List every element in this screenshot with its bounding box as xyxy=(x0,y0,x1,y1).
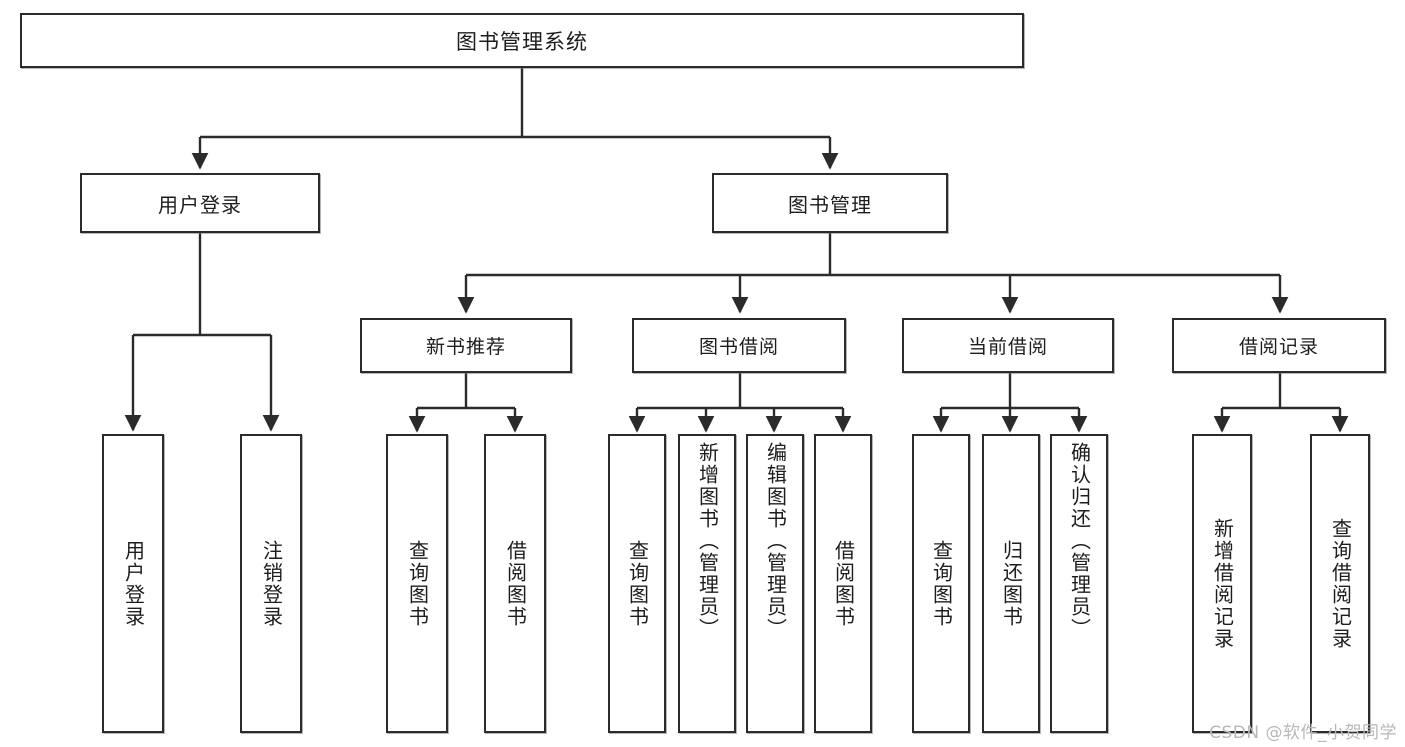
node-current-borrowing[interactable]: 当前借阅 xyxy=(902,318,1114,373)
node-book-borrowing[interactable]: 图书借阅 xyxy=(632,318,846,373)
node-label: 新增借阅记录 xyxy=(1210,517,1235,650)
node-label: 查询图书 xyxy=(625,539,650,628)
node-leaf-query-book-borrowing[interactable]: 查询图书 xyxy=(608,434,666,733)
node-label: 用户登录 xyxy=(121,539,146,628)
node-leaf-edit-book-admin[interactable]: 编辑图书（管理员） xyxy=(746,434,804,733)
node-label: 图书借阅 xyxy=(698,336,779,358)
node-label: 用户登录 xyxy=(158,192,242,217)
node-user-login[interactable]: 用户登录 xyxy=(80,173,320,233)
node-label: 图书管理系统 xyxy=(456,29,588,54)
node-leaf-user-login[interactable]: 用户登录 xyxy=(102,434,164,733)
node-label: 图书管理 xyxy=(788,192,872,217)
node-leaf-confirm-return-admin[interactable]: 确认归还（管理员） xyxy=(1050,434,1108,733)
node-label: 编辑图书（管理员） xyxy=(763,442,788,640)
node-label: 借阅记录 xyxy=(1238,336,1319,358)
watermark: CSDN @软件_小贺同学 xyxy=(1209,723,1397,743)
node-label: 查询借阅记录 xyxy=(1328,517,1353,650)
node-leaf-add-borrowing-record[interactable]: 新增借阅记录 xyxy=(1192,434,1252,733)
node-root-book-management-system[interactable]: 图书管理系统 xyxy=(20,13,1024,68)
node-label: 归还图书 xyxy=(999,539,1024,628)
node-borrowing-records[interactable]: 借阅记录 xyxy=(1172,318,1386,373)
node-label: 新书推荐 xyxy=(425,336,506,358)
node-label: 确认归还（管理员） xyxy=(1067,442,1092,640)
node-label: 查询图书 xyxy=(929,539,954,628)
node-leaf-logout[interactable]: 注销登录 xyxy=(240,434,302,733)
node-label: 借阅图书 xyxy=(503,539,528,628)
node-leaf-query-borrowing-record[interactable]: 查询借阅记录 xyxy=(1310,434,1370,733)
node-label: 新增图书（管理员） xyxy=(695,442,720,640)
node-label: 注销登录 xyxy=(259,539,284,628)
node-new-book-recommendation[interactable]: 新书推荐 xyxy=(360,318,572,373)
node-label: 借阅图书 xyxy=(831,539,856,628)
node-leaf-return-book[interactable]: 归还图书 xyxy=(982,434,1040,733)
node-leaf-query-book-current[interactable]: 查询图书 xyxy=(912,434,970,733)
node-label: 当前借阅 xyxy=(967,336,1048,358)
node-leaf-query-book-recommendation[interactable]: 查询图书 xyxy=(386,434,448,733)
node-leaf-borrow-book[interactable]: 借阅图书 xyxy=(814,434,872,733)
node-leaf-borrow-book-recommendation[interactable]: 借阅图书 xyxy=(484,434,546,733)
node-book-management[interactable]: 图书管理 xyxy=(712,173,948,233)
node-label: 查询图书 xyxy=(405,539,430,628)
node-leaf-add-book-admin[interactable]: 新增图书（管理员） xyxy=(678,434,736,733)
